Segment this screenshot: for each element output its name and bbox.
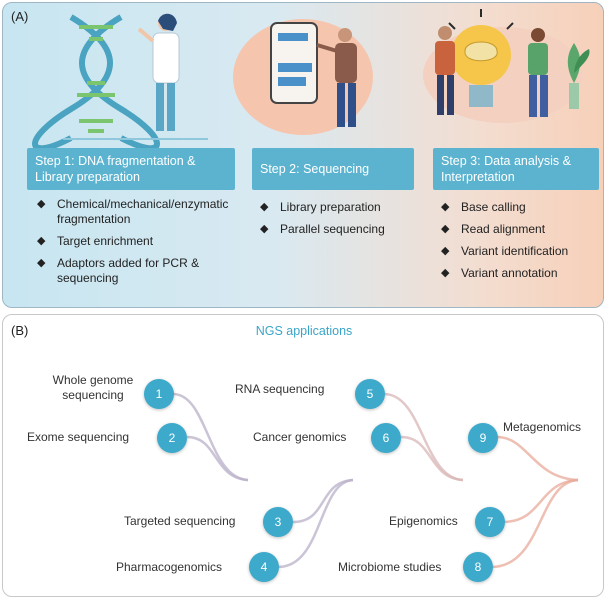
app-circle-3: 3 bbox=[263, 507, 293, 537]
app-label-cancer: Cancer genomics bbox=[253, 430, 347, 444]
app-label-exome: Exome sequencing bbox=[27, 430, 130, 444]
step3-bullet: Variant annotation bbox=[441, 266, 601, 281]
app-circle-8: 8 bbox=[463, 552, 493, 582]
app-circle-7: 7 bbox=[475, 507, 505, 537]
step3-title: Step 3: Data analysis & Interpretation bbox=[441, 154, 571, 184]
person-left-icon bbox=[435, 26, 455, 115]
person-right-icon bbox=[528, 28, 548, 117]
app-circle-5: 5 bbox=[355, 379, 385, 409]
app-label-rna: RNA sequencing bbox=[235, 382, 325, 396]
step3-bullet: Variant identification bbox=[441, 244, 601, 259]
app-circle-1: 1 bbox=[144, 379, 174, 409]
step1-bullet: Adaptors added for PCR & sequencing bbox=[37, 256, 237, 286]
app-label-whole-genome: Whole genome sequencing bbox=[52, 373, 134, 402]
step2-bullet: Library preparation bbox=[260, 200, 420, 215]
step2-bullets: Library preparation Parallel sequencing bbox=[260, 200, 420, 244]
step2-bullet: Parallel sequencing bbox=[260, 222, 420, 237]
scientist-icon bbox=[137, 13, 180, 131]
step2-box: Step 2: Sequencing bbox=[252, 148, 414, 190]
panel-a: (A) Step 1: DNA fragmentation & Library … bbox=[2, 2, 604, 308]
step1-title: Step 1: DNA fragmentation & Library prep… bbox=[35, 154, 196, 184]
app-label-targeted: Targeted sequencing bbox=[124, 514, 236, 528]
app-circle-6: 6 bbox=[371, 423, 401, 453]
dna-helix-icon bbox=[32, 14, 160, 152]
step3-bullet: Read alignment bbox=[441, 222, 601, 237]
app-circle-2: 2 bbox=[157, 423, 187, 453]
panel-a-label: (A) bbox=[11, 9, 29, 24]
step1-box: Step 1: DNA fragmentation & Library prep… bbox=[27, 148, 235, 190]
panel-a-illustrations bbox=[32, 9, 590, 152]
step1-bullets: Chemical/mechanical/enzymatic fragmentat… bbox=[37, 197, 237, 293]
step2-title: Step 2: Sequencing bbox=[260, 162, 370, 176]
connector-lines bbox=[7, 392, 601, 569]
step1-bullet: Target enrichment bbox=[37, 234, 237, 249]
app-circle-4: 4 bbox=[249, 552, 279, 582]
step3-bullet: Base calling bbox=[441, 200, 601, 215]
step3-bullets: Base calling Read alignment Variant iden… bbox=[441, 200, 601, 288]
app-label-pharmacogenomics: Pharmacogenomics bbox=[116, 560, 223, 574]
step3-box: Step 3: Data analysis & Interpretation bbox=[433, 148, 599, 190]
panel-b-label: (B) bbox=[11, 323, 29, 338]
app-label-microbiome: Microbiome studies bbox=[338, 560, 442, 574]
step1-bullet: Chemical/mechanical/enzymatic fragmentat… bbox=[37, 197, 237, 227]
phone-icon bbox=[270, 22, 318, 104]
app-label-epigenomics: Epigenomics bbox=[389, 514, 458, 528]
app-label-metagenomics: Metagenomics bbox=[503, 420, 582, 434]
panel-b-title: NGS applications bbox=[255, 324, 353, 338]
app-circle-9: 9 bbox=[468, 423, 498, 453]
man-icon bbox=[316, 28, 357, 127]
lightbulb-brain-icon bbox=[448, 9, 514, 107]
plant-icon bbox=[567, 43, 590, 109]
panel-b: (B) NGS applications Whole genome sequen… bbox=[2, 314, 604, 597]
